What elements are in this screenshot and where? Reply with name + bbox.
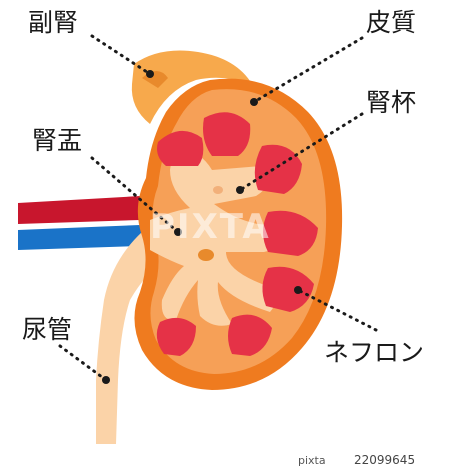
renal-pyramid — [263, 210, 318, 256]
renal-vein — [18, 225, 160, 250]
renal-medulla — [150, 150, 286, 326]
pointer-calyx — [238, 112, 364, 192]
kidney — [134, 78, 343, 391]
footer-brand: pixta — [298, 454, 326, 467]
pointer-nephron — [296, 288, 378, 332]
label-pelvis: 腎盂 — [32, 126, 83, 155]
renal-pyramid — [156, 317, 196, 356]
pointer-cortex — [252, 36, 364, 104]
blood-vessels — [18, 196, 160, 250]
label-cortex: 皮質 — [366, 8, 417, 37]
renal-pelvis-spot — [213, 186, 223, 194]
label-nephron: ネフロン — [324, 338, 425, 367]
label-ureter: 尿管 — [22, 315, 73, 344]
pointer-pelvis — [90, 156, 180, 234]
renal-pyramid — [228, 314, 272, 356]
renal-pyramid — [262, 266, 314, 312]
renal-pyramid — [157, 130, 204, 166]
label-calyx: 腎杯 — [366, 88, 417, 117]
renal-pyramids — [156, 112, 318, 356]
pointer-lines — [58, 34, 378, 382]
footer-image-id: 22099645 — [354, 453, 416, 467]
label-adrenal: 副腎 — [28, 8, 79, 37]
pointer-ureter — [58, 344, 108, 382]
renal-pelvis-spot — [198, 249, 214, 261]
footer: pixta 22099645 — [0, 451, 450, 469]
renal-artery — [18, 196, 160, 224]
pointer-adrenal — [90, 34, 152, 76]
pointer-endpoints — [102, 70, 302, 384]
ureter — [96, 232, 170, 444]
renal-pyramid — [203, 112, 251, 156]
